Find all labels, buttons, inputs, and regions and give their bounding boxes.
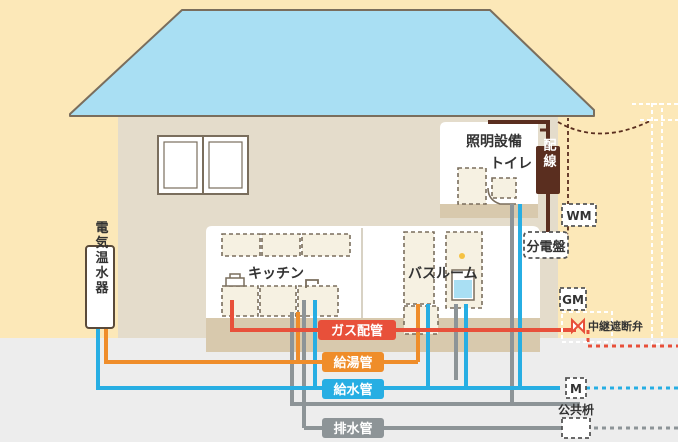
toilet-icon: [457, 167, 517, 205]
water-meter-box: [565, 377, 587, 399]
drain-pipe-badge: [322, 418, 384, 438]
gas-meter-box: [559, 287, 587, 311]
water-pipe-label: 給水管: [333, 382, 372, 398]
wiring-label: 配線: [541, 138, 557, 170]
electric-water-heater-label: 電気温水器: [93, 221, 110, 296]
hot-water-pipe-badge: [322, 352, 384, 372]
relay-valve-label: 中継遮断弁: [588, 319, 643, 333]
watt-meter-box: [561, 203, 597, 227]
watt-meter-label: WM: [566, 209, 591, 223]
ground-box-outline: [561, 311, 613, 343]
kitchen-furniture: [221, 233, 351, 317]
gas-pipe-badge: [318, 320, 396, 340]
breaker-panel-label: 分電盤: [526, 239, 566, 255]
roof: [69, 9, 595, 117]
kitchen-label: キッチン: [248, 266, 304, 282]
gas-meter-label: GM: [562, 293, 584, 307]
drain-pipe-label: 排水管: [333, 421, 372, 437]
electric-water-heater: [85, 245, 115, 329]
wiring-box: [536, 146, 560, 194]
gas-pipe-label: ガス配管: [331, 323, 383, 339]
valve-icon: [571, 317, 585, 335]
window-icon: [157, 135, 249, 195]
public-catch-box: [561, 417, 591, 439]
breaker-panel-box: [523, 231, 569, 259]
toilet-label: トイレ: [490, 156, 532, 172]
bathroom-label: バスルーム: [408, 266, 478, 282]
hot-water-pipe-label: 給湯管: [333, 355, 372, 371]
shower-icon: [451, 253, 475, 301]
service-lines: [586, 330, 678, 430]
utility-pole-icon: [632, 103, 678, 345]
water-meter-label: M: [570, 382, 582, 396]
pipe-network: [96, 204, 580, 430]
faucet-icon: [305, 279, 319, 288]
stove-icon: [225, 273, 245, 287]
water-pipe-badge: [322, 379, 384, 399]
public-catch-label: 公共枡: [558, 402, 594, 417]
lighting-label: 照明設備: [466, 133, 522, 150]
